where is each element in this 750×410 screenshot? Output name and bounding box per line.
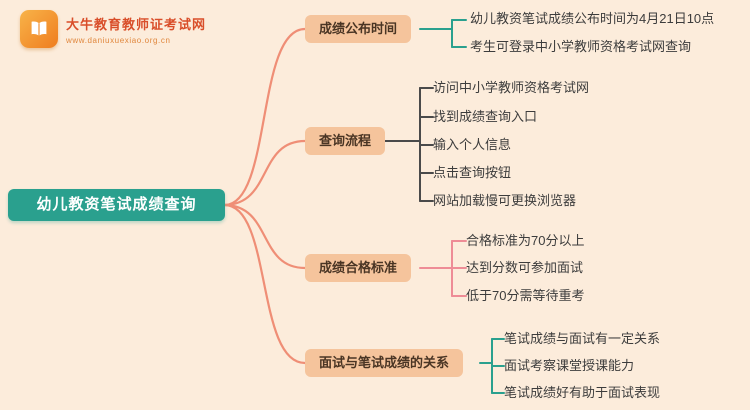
leaf-item: 笔试成绩好有助于面试表现 [504, 385, 661, 400]
site-logo: 大牛教育教师证考试网 www.daniuxuexiao.org.cn [20, 10, 206, 48]
logo-title: 大牛教育教师证考试网 [66, 16, 207, 32]
leaf-item: 幼儿教资笔试成绩公布时间为4月21日10点 [470, 11, 715, 26]
leaf-item: 网站加载慢可更换浏览器 [433, 193, 577, 208]
branch-node-query-process: 查询流程 [305, 127, 386, 155]
root-node: 幼儿教资笔试成绩查询 [8, 189, 225, 221]
leaf-item: 低于70分需等待重考 [466, 288, 585, 303]
logo-url: www.daniuxuexiao.org.cn [66, 35, 171, 45]
book-icon [20, 10, 58, 48]
branch-node-score-release-time: 成绩公布时间 [305, 15, 412, 43]
leaf-item: 面试考察课堂授课能力 [504, 358, 635, 373]
branch-node-passing-standard: 成绩合格标准 [305, 254, 412, 282]
leaf-item: 找到成绩查询入口 [433, 109, 538, 124]
branch-node-interview-relation: 面试与笔试成绩的关系 [305, 349, 464, 377]
logo-text: 大牛教育教师证考试网 www.daniuxuexiao.org.cn [66, 14, 206, 45]
leaf-item: 访问中小学教师资格考试网 [433, 80, 590, 95]
leaf-item: 考生可登录中小学教师资格考试网查询 [470, 39, 692, 54]
leaf-item: 达到分数可参加面试 [466, 260, 584, 275]
leaf-item: 输入个人信息 [433, 137, 512, 152]
leaf-item: 点击查询按钮 [433, 165, 512, 180]
leaf-item: 笔试成绩与面试有一定关系 [504, 331, 661, 346]
leaf-item: 合格标准为70分以上 [466, 233, 585, 248]
